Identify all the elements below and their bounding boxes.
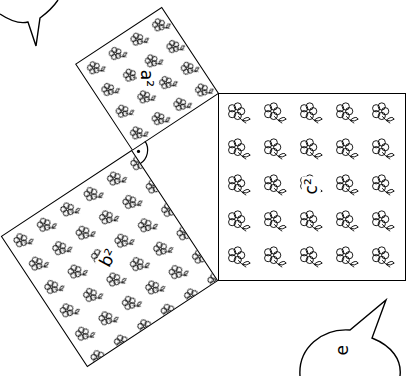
square-c: c² [218, 93, 406, 281]
speech-bubble [0, 0, 58, 46]
right-angle-arc [140, 141, 147, 163]
square-a: a² [75, 7, 218, 150]
area-label: a² [136, 67, 155, 88]
area-label: c² [302, 176, 321, 196]
right-angle-dot [137, 150, 140, 153]
bubble-letter: e [333, 345, 352, 355]
speech-bubble [300, 300, 400, 376]
square-b: b² [1, 150, 218, 367]
